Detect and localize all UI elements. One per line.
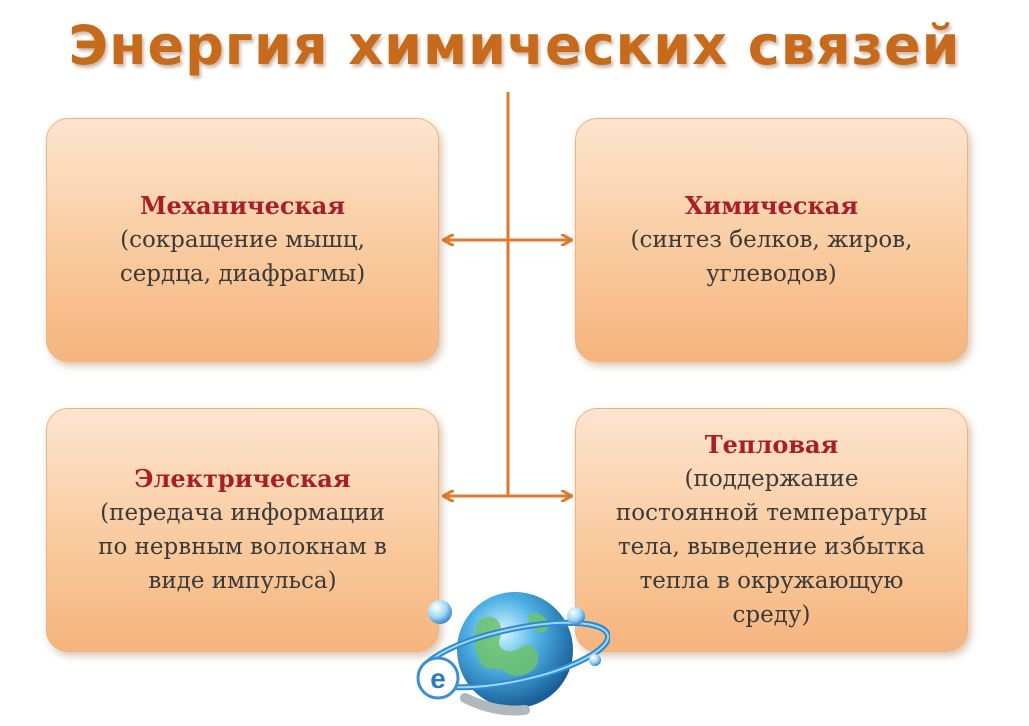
box-thermal: Тепловая (поддержание постоянной темпера… [575, 408, 968, 652]
box-electrical-line: (передача информации [100, 500, 385, 526]
box-electrical-heading: Электрическая [134, 464, 351, 493]
diagram-title: Энергия химических связей [68, 14, 961, 77]
svg-text:e: e [430, 663, 446, 694]
box-electrical-line: по нервным волокнам в [98, 534, 387, 560]
box-thermal-line: среду) [732, 602, 811, 628]
box-mechanical-line: сердца, диафрагмы) [119, 261, 366, 287]
box-thermal-line: (поддержание [684, 466, 859, 492]
globe-with-e-logo-icon: e [410, 580, 612, 726]
box-thermal-line: постоянной температуры [615, 500, 928, 526]
box-chemical-line: (синтез белков, жиров, [630, 227, 913, 253]
box-thermal-line: тепла в окружающую [639, 568, 904, 594]
box-electrical: Электрическая (передача информации по не… [46, 408, 439, 652]
box-chemical-heading: Химическая [684, 191, 859, 220]
box-thermal-heading: Тепловая [704, 430, 839, 459]
box-mechanical-heading: Механическая [139, 191, 346, 220]
box-chemical-line: углеводов) [706, 261, 837, 287]
box-mechanical-line: (сокращение мышц, [120, 227, 365, 253]
box-electrical-line: виде импульса) [148, 568, 337, 594]
box-thermal-line: тела, выведение избытка [617, 534, 926, 560]
box-chemical: Химическая (синтез белков, жиров, углево… [575, 118, 968, 362]
box-mechanical: Механическая (сокращение мышц, сердца, д… [46, 118, 439, 362]
